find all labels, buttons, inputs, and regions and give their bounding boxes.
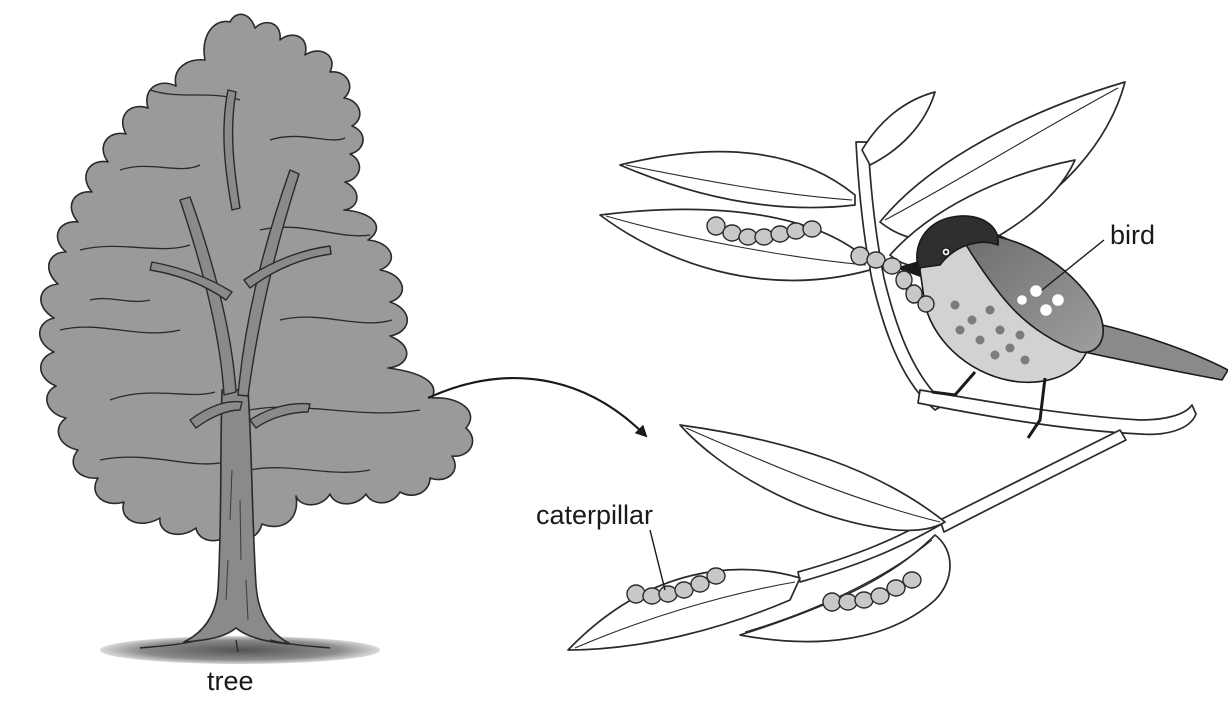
leaf <box>862 92 935 165</box>
caterpillar-leader-line <box>650 530 665 590</box>
leaf <box>620 152 855 208</box>
label-caterpillar: caterpillar <box>536 502 653 529</box>
tree-illustration <box>40 14 473 664</box>
leaf <box>600 209 870 280</box>
tree-ground-shadow <box>100 636 380 664</box>
branch-with-leaves <box>600 82 1196 434</box>
label-bird: bird <box>1110 222 1155 249</box>
leaf <box>680 425 945 530</box>
label-tree: tree <box>207 668 254 695</box>
